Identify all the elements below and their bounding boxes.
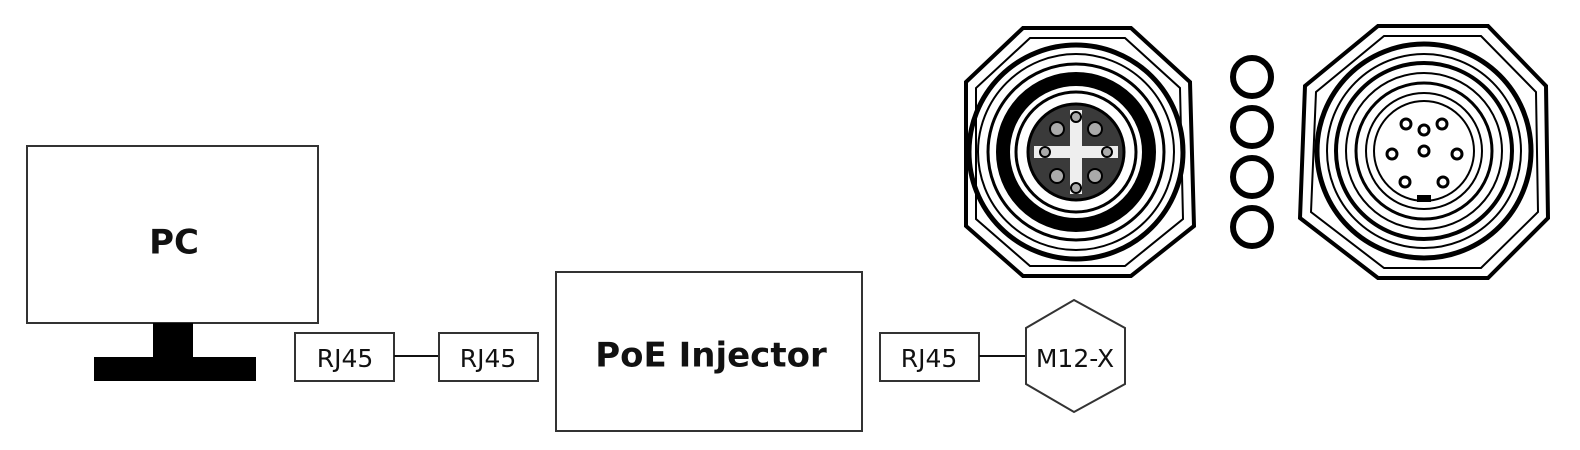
monitor-base bbox=[94, 357, 256, 381]
m12-male-connector-icon bbox=[1297, 24, 1551, 280]
poe-injector-label: PoE Injector bbox=[595, 336, 827, 376]
rj45-injector-in-box bbox=[438, 332, 539, 382]
o-ring-icon bbox=[1230, 155, 1274, 199]
rj45-injector-in-label: RJ45 bbox=[460, 344, 517, 373]
o-ring-icon bbox=[1230, 55, 1274, 99]
m12-female-connector-icon bbox=[964, 26, 1197, 278]
rj45-m12-link: RJ45 M12-X bbox=[879, 298, 1126, 414]
pc-label: PC bbox=[149, 223, 199, 263]
poe-injector-box bbox=[555, 271, 863, 432]
m12-x-hexagon bbox=[1025, 298, 1126, 414]
pc-monitor: PC bbox=[26, 145, 319, 381]
rj45-pc-side-label: RJ45 bbox=[317, 344, 374, 373]
monitor-screen bbox=[26, 145, 319, 324]
rj45-pc-side-box bbox=[294, 332, 395, 382]
rj45-injector-out-label: RJ45 bbox=[901, 344, 958, 373]
o-ring-icon bbox=[1230, 205, 1274, 249]
o-ring-icon bbox=[1230, 105, 1274, 149]
rj45-cable-link: RJ45 RJ45 bbox=[294, 332, 539, 382]
o-ring-stack bbox=[1230, 55, 1274, 249]
poe-injector: PoE Injector bbox=[555, 271, 863, 432]
monitor-neck bbox=[153, 323, 193, 358]
m12-x-label: M12-X bbox=[1036, 344, 1114, 373]
